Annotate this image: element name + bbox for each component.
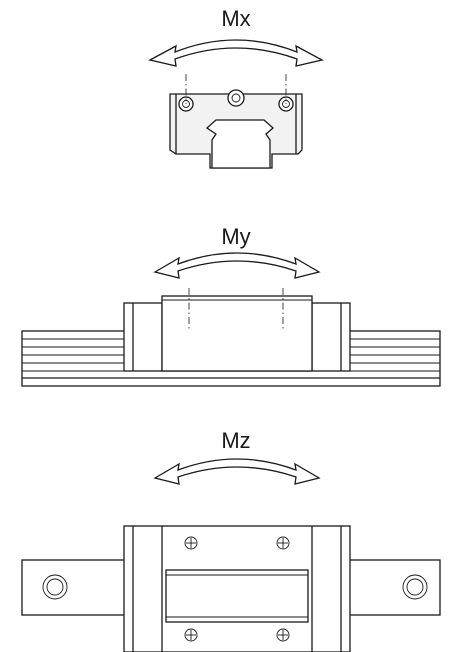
mx-label: Mx: [221, 6, 250, 31]
carriage-screw-icon: [184, 628, 198, 642]
carriage-screw-icon: [184, 536, 198, 550]
my-arc-arrow: [153, 252, 321, 279]
rail-bolt-hole-icon: [402, 574, 428, 600]
rail-bolt-hole-icon: [42, 574, 68, 600]
mx-section: Mx: [148, 6, 324, 169]
mx-carriage-end-view: [169, 74, 303, 169]
center-bolt-icon: [227, 89, 245, 107]
my-carriage-side-view: [123, 288, 351, 372]
carriage-screw-icon: [276, 536, 290, 550]
mx-arc-arrow: [148, 39, 324, 67]
mz-carriage-top-view: [123, 525, 351, 652]
mz-arc-arrow: [153, 458, 321, 485]
mz-label: Mz: [221, 428, 250, 453]
mz-section: Mz: [21, 428, 441, 652]
my-section: My: [21, 224, 441, 387]
carriage-screw-icon: [276, 628, 290, 642]
my-label: My: [221, 224, 250, 249]
